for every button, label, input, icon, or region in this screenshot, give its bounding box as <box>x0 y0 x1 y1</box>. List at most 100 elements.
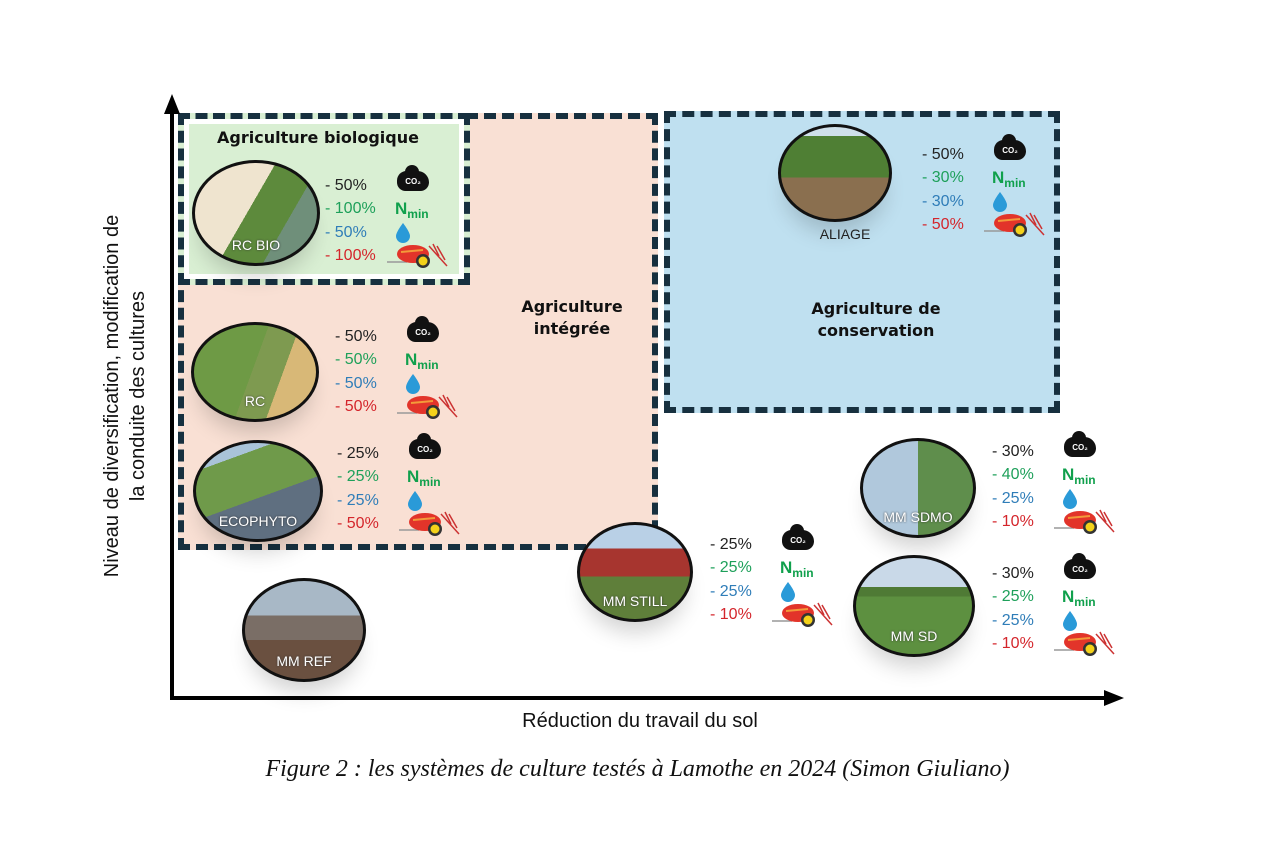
metric-row-nitrogen: - 25%Nmin <box>992 585 1132 610</box>
nitrogen-nmin-icon: Nmin <box>407 465 441 494</box>
sprayer-icon <box>387 238 451 277</box>
sprayer-icon <box>1054 626 1118 665</box>
metric-value-water: - 25% <box>992 489 1034 507</box>
metric-value-co2: - 50% <box>335 328 377 345</box>
metric-value-pesticide: - 50% <box>337 514 379 532</box>
nmin-sub: min <box>419 475 441 490</box>
metric-row-co2: - 50% CO₂ <box>335 316 475 348</box>
nmin-main: N <box>780 558 793 578</box>
nmin-sub: min <box>1004 176 1026 191</box>
nitrogen-nmin-icon: Nmin <box>395 197 429 226</box>
system-label: RC <box>244 393 266 409</box>
metric-value-water: - 25% <box>992 611 1034 629</box>
nitrogen-nmin-icon: Nmin <box>1062 463 1096 492</box>
system-label: MM REF <box>276 653 332 669</box>
system-photo-mm-still: MM STILL <box>577 522 693 622</box>
water-drop-icon <box>407 490 423 518</box>
metric-value-nitrogen: - 30% <box>922 169 964 187</box>
metric-value-nitrogen: - 50% <box>335 351 377 369</box>
metric-value-pesticide: - 10% <box>710 605 752 623</box>
metric-row-nitrogen: - 40%Nmin <box>992 463 1132 487</box>
metric-row-co2: - 30% CO₂ <box>992 553 1132 585</box>
y-axis-label-line: Niveau de diversification, modification … <box>101 214 123 578</box>
water-drop-icon <box>1062 488 1078 516</box>
nmin-main: N <box>395 199 408 219</box>
co2-cloud-icon: CO₂ <box>397 165 429 191</box>
x-axis-arrow-icon <box>1104 690 1124 706</box>
metric-row-pesticide: - 50% <box>335 394 475 419</box>
metric-value-water: - 50% <box>325 223 367 241</box>
metric-row-water: - 50% <box>335 372 475 395</box>
sprayer-icon <box>399 506 463 545</box>
co2-label: CO₂ <box>415 328 431 337</box>
metric-row-water: - 25% <box>337 489 477 512</box>
nitrogen-nmin-icon: Nmin <box>780 556 814 585</box>
x-axis-label: Réduction du travail du sol <box>522 710 758 732</box>
system-photo-rc: RC <box>191 322 319 422</box>
co2-label: CO₂ <box>1072 443 1088 452</box>
system-metrics-rc: - 50% CO₂ - 50% Nmin - 50% - 50% <box>335 316 475 419</box>
metric-value-nitrogen: - 100% <box>325 200 376 218</box>
co2-label: CO₂ <box>1002 146 1018 155</box>
title-line: conservation <box>817 321 935 340</box>
system-metrics-mm-sd: - 30% CO₂ - 25%Nmin- 25% - 10% <box>992 553 1132 656</box>
water-drop-icon <box>395 222 411 250</box>
metric-value-co2: - 50% <box>922 146 964 163</box>
nmin-sub: min <box>417 358 439 373</box>
nitrogen-nmin-icon: Nmin <box>992 166 1026 195</box>
metric-value-water: - 50% <box>335 374 377 392</box>
metric-value-water: - 25% <box>710 582 752 600</box>
metric-value-pesticide: - 100% <box>325 246 376 264</box>
metric-row-water: - 50% <box>325 221 465 244</box>
nmin-sub: min <box>1074 595 1096 610</box>
metric-value-nitrogen: - 25% <box>710 559 752 577</box>
title-line: Agriculture de <box>811 299 941 318</box>
metric-row-water: - 25% <box>710 580 850 603</box>
system-label: MM SDMO <box>883 509 953 525</box>
metric-value-pesticide: - 50% <box>922 215 964 233</box>
metric-value-pesticide: - 10% <box>992 512 1034 530</box>
y-axis-label-line: la conduite des cultures <box>127 290 149 502</box>
system-photo-mm-ref: MM REF <box>242 578 366 682</box>
co2-label: CO₂ <box>1072 565 1088 574</box>
metric-value-co2: - 30% <box>992 443 1034 460</box>
metric-row-co2: - 50%CO₂ <box>325 165 465 197</box>
system-photo-mm-sd: MM SD <box>853 555 975 657</box>
metric-value-co2: - 30% <box>992 565 1034 582</box>
nitrogen-nmin-icon: Nmin <box>405 348 439 377</box>
metric-value-water: - 30% <box>922 192 964 210</box>
nmin-sub: min <box>407 207 429 222</box>
y-axis-arrow-icon <box>164 94 180 114</box>
system-label: MM SD <box>890 628 938 644</box>
metric-value-pesticide: - 50% <box>335 397 377 415</box>
system-label: RC BIO <box>231 237 281 253</box>
metric-row-co2: - 25% CO₂ <box>337 433 477 465</box>
figure-caption: Figure 2 : les systèmes de culture testé… <box>265 756 1010 782</box>
metric-row-water: - 25% <box>992 609 1132 632</box>
metric-value-pesticide: - 10% <box>992 634 1034 652</box>
metric-value-nitrogen: - 40% <box>992 466 1034 484</box>
metric-value-co2: - 25% <box>710 536 752 553</box>
metric-row-pesticide: - 50% <box>922 212 1062 237</box>
metric-row-co2: - 50% CO₂ <box>922 134 1062 166</box>
nmin-sub: min <box>792 566 814 581</box>
system-label: ECOPHYTO <box>218 513 298 529</box>
title-agriculture-integree: Agriculture intégrée <box>492 296 652 340</box>
y-axis-label: Niveau de diversification, modification … <box>99 206 151 586</box>
co2-cloud-icon: CO₂ <box>409 433 441 459</box>
system-metrics-mm-still: - 25%CO₂- 25%Nmin- 25%- 10% <box>710 524 850 627</box>
nmin-sub: min <box>1074 473 1096 488</box>
water-drop-icon <box>992 191 1008 219</box>
nmin-main: N <box>992 168 1005 188</box>
title-line: intégrée <box>533 319 611 338</box>
title-agriculture-biologique: Agriculture biologique <box>217 128 419 147</box>
metric-value-co2: - 25% <box>337 445 379 462</box>
system-label: MM STILL <box>602 593 668 609</box>
metric-row-pesticide: - 10% <box>992 509 1132 534</box>
metric-value-nitrogen: - 25% <box>337 468 379 486</box>
nmin-main: N <box>1062 587 1075 607</box>
title-agriculture-conservation: Agriculture de conservation <box>776 298 976 342</box>
co2-cloud-icon: CO₂ <box>994 134 1026 160</box>
metric-row-pesticide: - 10% <box>992 631 1132 656</box>
